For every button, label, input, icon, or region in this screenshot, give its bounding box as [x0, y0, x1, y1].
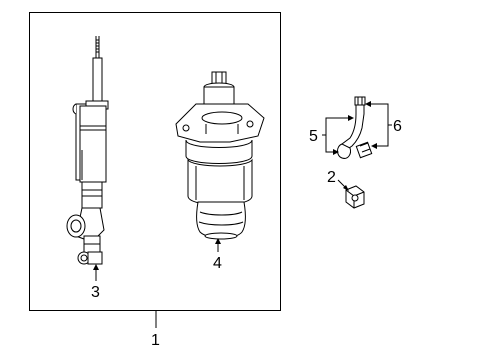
callout-3: 3 — [91, 284, 100, 301]
callout-2: 2 — [327, 169, 336, 186]
callout-5: 5 — [309, 128, 318, 145]
callout-6: 6 — [393, 118, 402, 135]
assembly-frame — [29, 12, 281, 311]
callout-4: 4 — [213, 255, 222, 272]
callout-1: 1 — [151, 332, 160, 349]
air-spring-part-4 — [175, 71, 265, 240]
nut-part-2 — [345, 185, 365, 209]
leader-lines — [93, 101, 392, 328]
hose-part-5-6 — [337, 96, 373, 159]
strut-part-3 — [66, 36, 109, 265]
